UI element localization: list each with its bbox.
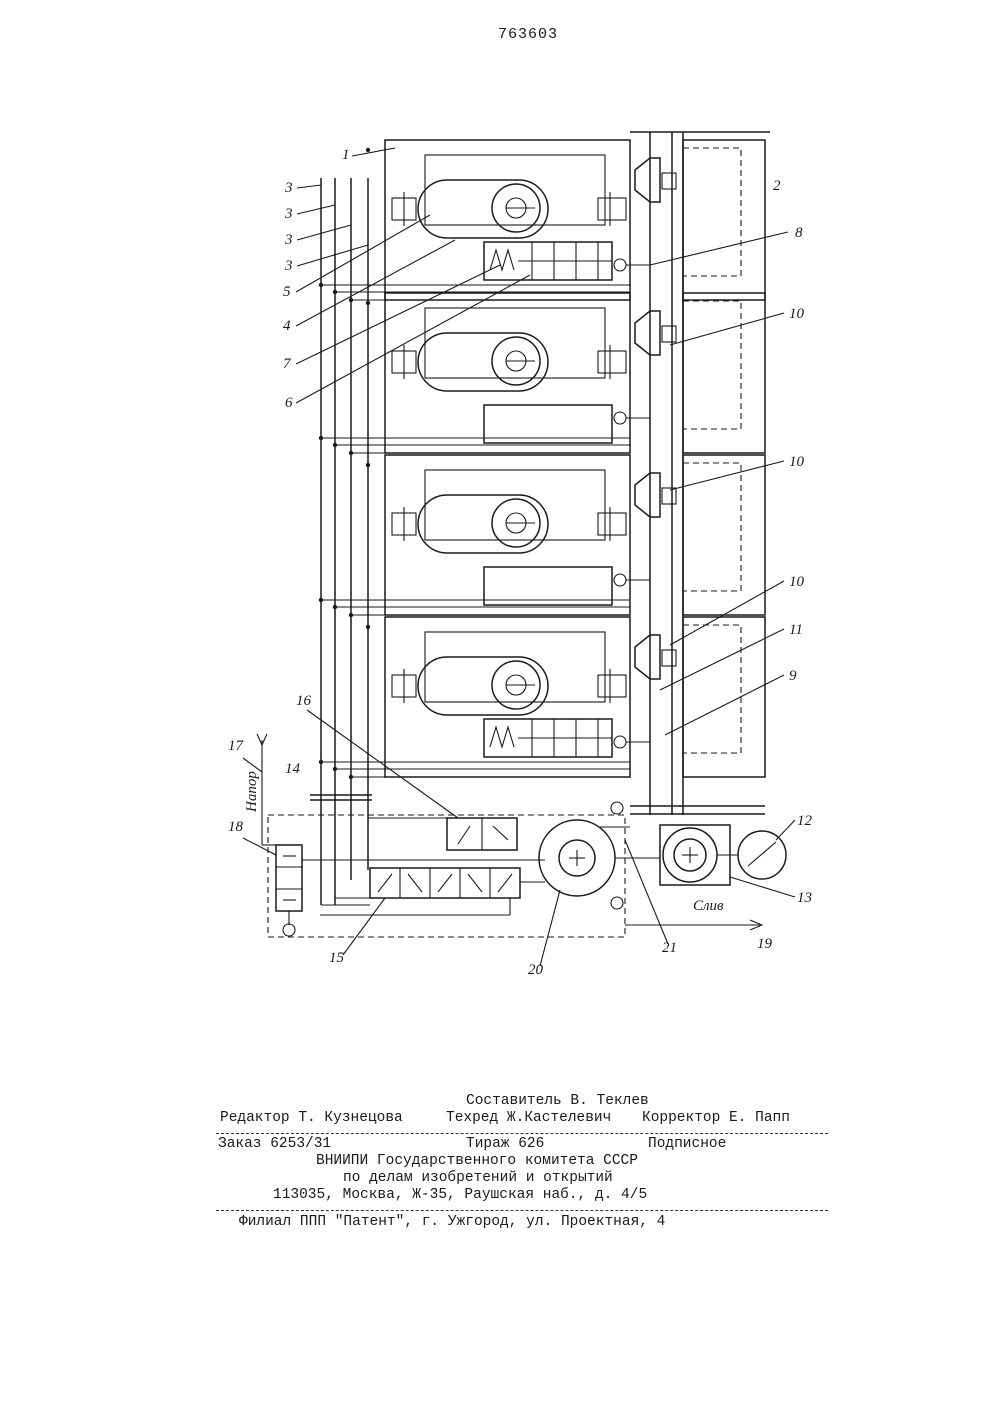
imprint-rule-bottom: [216, 1210, 828, 1211]
svg-text:3: 3: [284, 180, 293, 196]
leader-lines: [243, 148, 795, 966]
distributor-valve: [484, 405, 612, 443]
techred-credit: Техред Ж.Кастелевич: [446, 1110, 611, 1126]
drive-housing: [425, 155, 605, 225]
right-coupling: [598, 198, 626, 220]
section-frame: [385, 293, 630, 453]
svg-text:20: 20: [528, 962, 544, 978]
machine-sections: [319, 140, 765, 779]
compiler-line: Составитель В. Теклев: [466, 1093, 649, 1109]
drive-housing: [425, 308, 605, 378]
section-frame: [385, 617, 630, 777]
svg-text:19: 19: [757, 936, 773, 952]
svg-text:10: 10: [789, 306, 805, 322]
svg-text:21: 21: [662, 940, 677, 956]
section-frame: [385, 455, 630, 615]
pressure-label: Напор: [244, 771, 260, 813]
hydraulic-schematic-drawing: 1 2 3 3 3 3 5 4 7 6 8 10 10 10 11 9 16 1…: [0, 0, 1000, 1000]
svg-text:8: 8: [795, 225, 803, 241]
svg-text:3: 3: [284, 232, 293, 248]
institute-address: 113035, Москва, Ж-35, Раушская наб., д. …: [273, 1187, 647, 1203]
cam-stop: [635, 473, 660, 517]
editor-credit: Редактор Т. Кузнецова: [220, 1110, 403, 1126]
svg-text:9: 9: [789, 668, 797, 684]
svg-text:3: 3: [284, 258, 293, 274]
drain-label: Слив: [693, 898, 724, 914]
branch-address: Филиал ППП "Патент", г. Ужгород, ул. Про…: [239, 1214, 665, 1230]
drive-housing: [425, 632, 605, 702]
svg-text:6: 6: [285, 395, 293, 411]
cam-stop: [635, 158, 660, 202]
distributor-valve: [484, 567, 612, 605]
right-coupling: [598, 351, 626, 373]
imprint-rule-top: [216, 1133, 828, 1134]
module-inner-outline: [683, 148, 741, 276]
callout-labels: 1 2 3 3 3 3 5 4 7 6 8 10 10 10 11 9 16 1…: [228, 147, 813, 978]
right-coupling: [598, 513, 626, 535]
svg-text:7: 7: [283, 356, 292, 372]
svg-text:10: 10: [789, 574, 805, 590]
svg-text:15: 15: [329, 950, 345, 966]
circulation: Тираж 626: [466, 1136, 544, 1152]
valve-roller: [614, 574, 626, 586]
valve-roller: [614, 259, 626, 271]
valve-roller: [614, 736, 626, 748]
svg-text:13: 13: [797, 890, 812, 906]
svg-text:1: 1: [342, 147, 350, 163]
stop-block: [662, 650, 676, 666]
order-number: Заказ 6253/31: [218, 1136, 331, 1152]
junction-dot: [366, 148, 370, 152]
cam-stop: [635, 635, 660, 679]
svg-text:10: 10: [789, 454, 805, 470]
svg-text:12: 12: [797, 813, 813, 829]
svg-text:2: 2: [773, 178, 781, 194]
stop-block: [662, 326, 676, 342]
stop-block: [662, 488, 676, 504]
module-inner-outline: [683, 625, 741, 753]
valve-spring: [490, 250, 514, 270]
stop-block: [662, 173, 676, 189]
valve-spring: [490, 727, 514, 747]
institute-name: ВНИИПИ Государственного комитета СССР: [316, 1153, 638, 1169]
valve-roller: [614, 412, 626, 424]
svg-text:18: 18: [228, 819, 244, 835]
svg-text:16: 16: [296, 693, 312, 709]
svg-text:4: 4: [283, 318, 291, 334]
right-coupling: [598, 675, 626, 697]
svg-text:5: 5: [283, 284, 291, 300]
cam-stop: [635, 311, 660, 355]
svg-text:11: 11: [789, 622, 803, 638]
subscription-note: Подписное: [648, 1136, 726, 1152]
svg-text:17: 17: [228, 738, 245, 754]
svg-text:3: 3: [284, 206, 293, 222]
module-inner-outline: [683, 463, 741, 591]
corrector-credit: Корректор Е. Папп: [642, 1110, 790, 1126]
committee-name: по делам изобретений и открытий: [343, 1170, 613, 1186]
module-inner-outline: [683, 301, 741, 429]
svg-text:14: 14: [285, 761, 301, 777]
supply-lines: [310, 178, 372, 905]
drive-housing: [425, 470, 605, 540]
